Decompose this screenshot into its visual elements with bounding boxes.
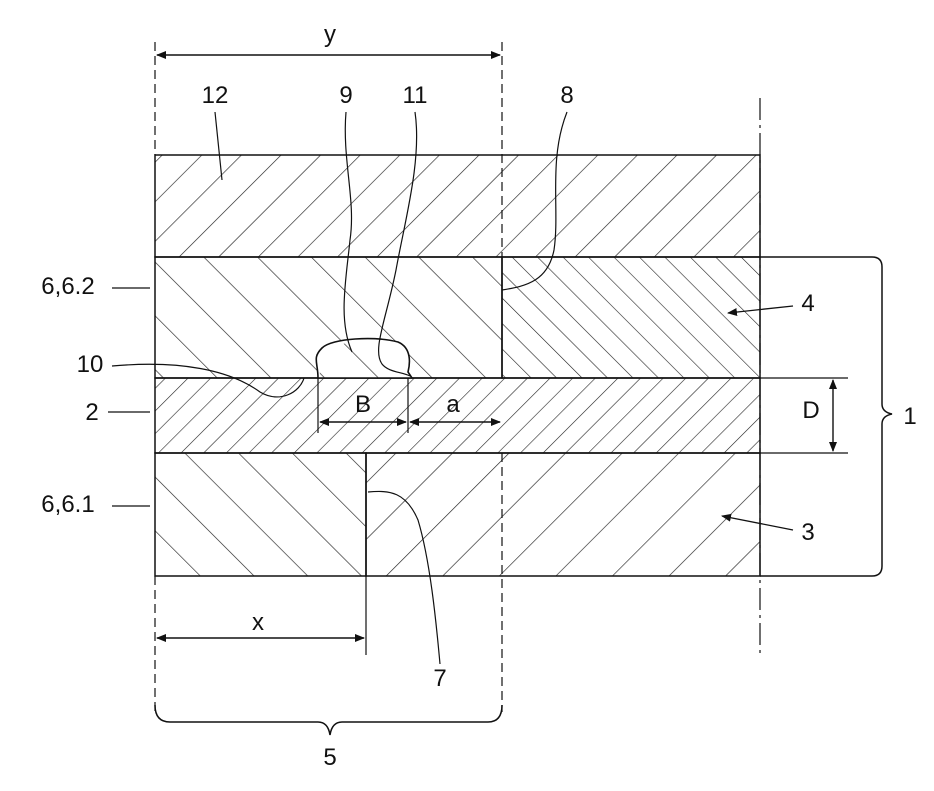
ref-5-label: 5 <box>323 744 336 771</box>
dimension-a-label: a <box>446 391 460 418</box>
ref-6-2-label: 6,6.2 <box>41 273 94 300</box>
layer-3 <box>366 453 760 576</box>
dimension-x-label: x <box>252 609 264 636</box>
brace-1 <box>760 257 892 576</box>
ref-10-label: 10 <box>77 351 104 378</box>
dimension-d-label: D <box>802 397 819 424</box>
bump-9-hatch <box>319 342 408 378</box>
ref-4-label: 4 <box>801 290 814 317</box>
ref-7-label: 7 <box>433 665 446 692</box>
ref-11-label: 11 <box>403 82 428 109</box>
ref-1-label: 1 <box>903 403 916 430</box>
ref-9-label: 9 <box>339 82 352 109</box>
ref-2-label: 2 <box>85 399 98 426</box>
ref-8-label: 8 <box>560 82 573 109</box>
layer-6-1 <box>155 453 366 576</box>
dimension-y-label: y <box>324 21 336 48</box>
dimension-b-label: B <box>355 391 371 418</box>
ref-6-1-label: 6,6.1 <box>41 491 94 518</box>
brace-5 <box>155 705 502 735</box>
layer-12 <box>155 155 760 257</box>
ref-3-label: 3 <box>801 519 814 546</box>
ref-12-label: 12 <box>202 82 229 109</box>
